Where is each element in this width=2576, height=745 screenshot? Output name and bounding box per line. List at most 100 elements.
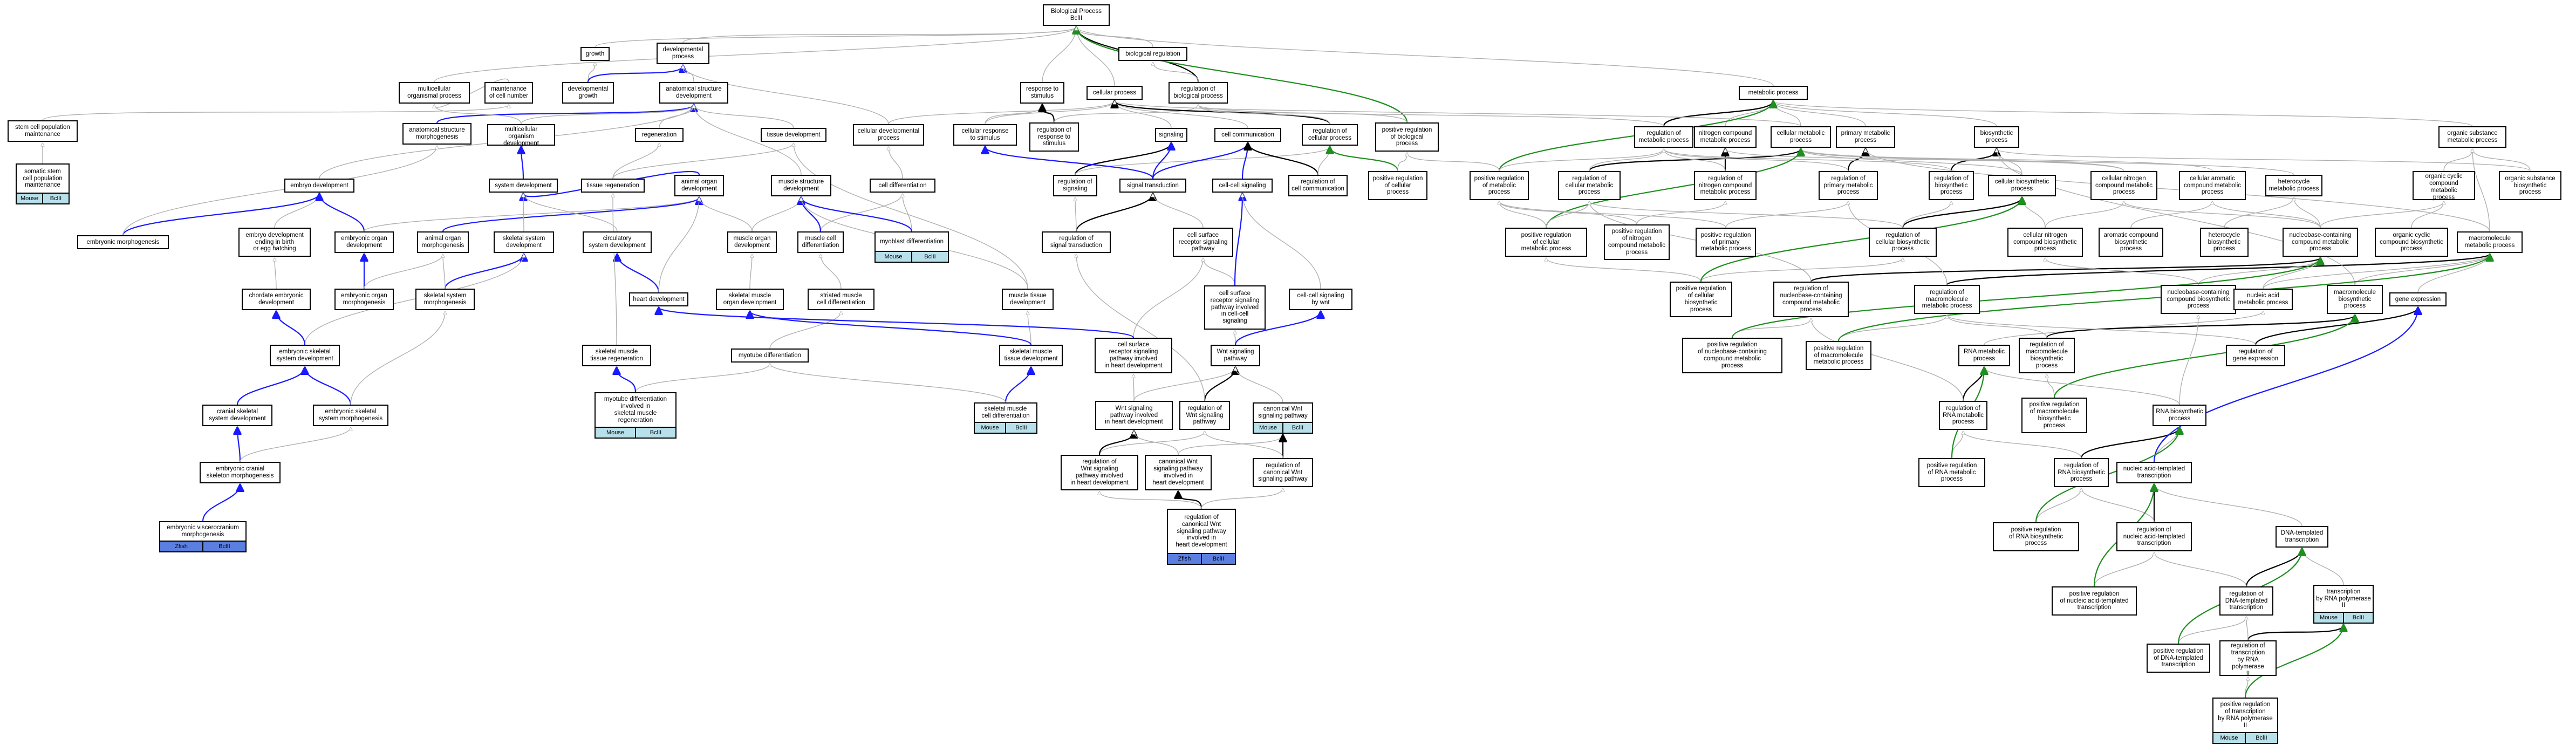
go-term-node[interactable]: regulation of nitrogen compound metaboli… [1694,171,1757,200]
go-term-node[interactable]: regulation of nucleic acid-templated tra… [2116,522,2192,551]
go-term-node[interactable]: regulation of DNA-templated transcriptio… [2219,586,2273,616]
go-term-node[interactable]: cellular biosynthetic process [1988,175,2056,196]
go-term-node[interactable]: stem cell population maintenance [8,120,78,142]
go-term-node[interactable]: muscle cell differentiation [797,231,844,253]
go-term-node[interactable]: myotube differentiation involved in skel… [595,392,677,439]
go-term-node[interactable]: tissue regeneration [581,179,645,193]
go-term-node[interactable]: regulation of biological process [1169,82,1228,104]
go-term-node[interactable]: tissue development [761,128,826,142]
go-term-node[interactable]: chordate embryonic development [242,289,311,310]
go-term-node[interactable]: cellular aromatic compound metabolic pro… [2179,171,2246,200]
go-term-node[interactable]: organic cyclic compound metabolic proces… [2413,171,2475,201]
go-term-node[interactable]: nucleobase-containing compound metabolic… [2283,228,2358,257]
go-term-node[interactable]: embryo development ending in birth or eg… [238,228,311,257]
go-term-node[interactable]: skeletal muscle organ development [716,289,784,310]
go-term-node[interactable]: regulation of Wnt signaling pathway invo… [1061,455,1138,490]
go-term-node[interactable]: DNA-templated transcription [2276,526,2328,548]
go-term-node[interactable]: positive regulation of macromolecule bio… [2021,398,2087,433]
go-term-node[interactable]: embryonic skeletal system development [270,345,340,366]
go-term-node[interactable]: positive regulation of cellular process [1368,171,1427,200]
go-term-node[interactable]: muscle structure development [771,175,831,196]
go-term-node[interactable]: cellular process [1087,86,1143,100]
go-term-node[interactable]: regulation of RNA metabolic process [1939,401,1987,430]
go-term-node[interactable]: regulation of signal transduction [1042,231,1111,253]
go-term-node[interactable]: regulation of macromolecule biosynthetic… [2019,338,2075,373]
go-term-node[interactable]: regulation of canonical Wnt signaling pa… [1167,509,1236,565]
go-term-node[interactable]: developmental growth [562,82,614,104]
go-term-node[interactable]: muscle tissue development [1002,289,1054,310]
go-term-node[interactable]: animal organ morphogenesis [417,231,469,253]
go-term-node[interactable]: positive regulation of RNA biosynthetic … [1993,522,2079,551]
go-term-node[interactable]: regulation of transcription by RNA polym… [2219,640,2277,677]
go-term-node[interactable]: cell surface receptor signaling pathway [1173,228,1233,257]
go-term-node[interactable]: positive regulation of transcription by … [2212,698,2278,744]
go-term-node[interactable]: cellular nitrogen compound biosynthetic … [2007,228,2083,257]
go-term-node[interactable]: biological regulation [1118,47,1187,61]
go-term-node[interactable]: cellular developmental process [853,124,924,146]
go-term-node[interactable]: signaling [1155,128,1187,142]
go-term-node[interactable]: embryonic organ morphogenesis [334,289,394,310]
go-term-node[interactable]: cell differentiation [870,179,935,193]
go-term-node[interactable]: regulation of nucleobase-containing comp… [1773,282,1849,317]
go-term-node[interactable]: regulation of Wnt signaling pathway [1179,401,1230,430]
go-term-node[interactable]: aromatic compound biosynthetic process [2099,228,2163,257]
go-term-node[interactable]: positive regulation of RNA metabolic pro… [1918,458,1985,487]
go-term-node[interactable]: RNA metabolic process [1958,345,2010,366]
go-term-node[interactable]: nucleic acid metabolic process [2233,289,2293,310]
go-term-node[interactable]: animal organ development [674,175,724,196]
go-term-node[interactable]: gene expression [2389,292,2447,306]
go-term-node[interactable]: Biological Process BclII [1043,4,1110,26]
go-term-node[interactable]: maintenance of cell number [484,82,533,104]
go-term-node[interactable]: cellular nitrogen compound metabolic pro… [2090,171,2157,200]
go-term-node[interactable]: myotube differentiation [731,348,809,363]
go-term-node[interactable]: positive regulation of macromolecule met… [1806,341,1871,370]
go-term-node[interactable]: positive regulation of primary metabolic… [1696,228,1756,257]
go-term-node[interactable]: cell communication [1214,128,1281,142]
go-term-node[interactable]: cellular response to stimulus [953,124,1017,146]
go-term-node[interactable]: cranial skeletal system development [202,405,272,426]
go-term-node[interactable]: cell surface receptor signaling pathway … [1095,338,1172,373]
go-term-node[interactable]: regulation of metabolic process [1634,126,1693,148]
go-term-node[interactable]: developmental process [657,43,709,64]
go-term-node[interactable]: regulation of signaling [1053,175,1097,196]
go-term-node[interactable]: Wnt signaling pathway [1211,345,1260,366]
go-term-node[interactable]: positive regulation of nitrogen compound… [1604,224,1670,260]
go-term-node[interactable]: regulation of primary metabolic process [1819,171,1878,200]
go-term-node[interactable]: organic cyclic compound biosynthetic pro… [2375,228,2448,257]
go-term-node[interactable]: positive regulation of DNA-templated tra… [2147,644,2210,673]
go-term-node[interactable]: embryonic morphogenesis [77,235,169,249]
go-term-node[interactable]: canonical Wnt signaling pathway involved… [1145,455,1212,490]
go-term-node[interactable]: regulation of cell communication [1288,175,1348,196]
go-term-node[interactable]: cellular metabolic process [1771,126,1831,148]
go-term-node[interactable]: positive regulation of nucleobase-contai… [1682,338,1782,373]
go-term-node[interactable]: biosynthetic process [1974,126,2019,148]
go-term-node[interactable]: system development [489,179,558,193]
go-term-node[interactable]: skeletal system development [494,231,554,253]
go-term-node[interactable]: circulatory system development [583,231,652,253]
go-term-node[interactable]: regulation of cellular process [1302,124,1358,146]
go-term-node[interactable]: anatomical structure morphogenesis [402,123,472,145]
go-term-node[interactable]: regulation of response to stimulus [1029,122,1079,152]
go-term-node[interactable]: response to stimulus [1020,82,1064,104]
go-term-node[interactable]: regulation of cellular biosynthetic proc… [1869,228,1937,257]
go-term-node[interactable]: macromolecule metabolic process [2457,231,2523,253]
go-term-node[interactable]: skeletal muscle tissue development [999,345,1063,366]
go-term-node[interactable]: metabolic process [1739,86,1808,100]
go-term-node[interactable]: regeneration [635,128,684,142]
go-term-node[interactable]: embryonic skeletal system morphogenesis [313,405,388,426]
go-term-node[interactable]: regulation of macromolecule metabolic pr… [1914,285,1980,314]
go-term-node[interactable]: organic substance biosynthetic process [2499,171,2561,200]
go-term-node[interactable]: signal transduction [1119,179,1186,193]
go-term-node[interactable]: heart development [629,292,688,306]
go-term-node[interactable]: regulation of biosynthetic process [1929,171,1974,200]
go-term-node[interactable]: regulation of gene expression [2226,345,2285,366]
go-term-node[interactable]: organic substance metabolic process [2438,126,2506,148]
go-term-node[interactable]: somatic stem cell population maintenance… [16,163,70,204]
go-term-node[interactable]: embryonic cranial skeleton morphogenesis [200,462,281,483]
go-term-node[interactable]: growth [580,47,610,61]
go-term-node[interactable]: positive regulation of metabolic process [1470,171,1529,200]
go-term-node[interactable]: nucleobase-containing compound biosynthe… [2161,285,2236,314]
go-term-node[interactable]: striated muscle cell differentiation [808,289,874,310]
